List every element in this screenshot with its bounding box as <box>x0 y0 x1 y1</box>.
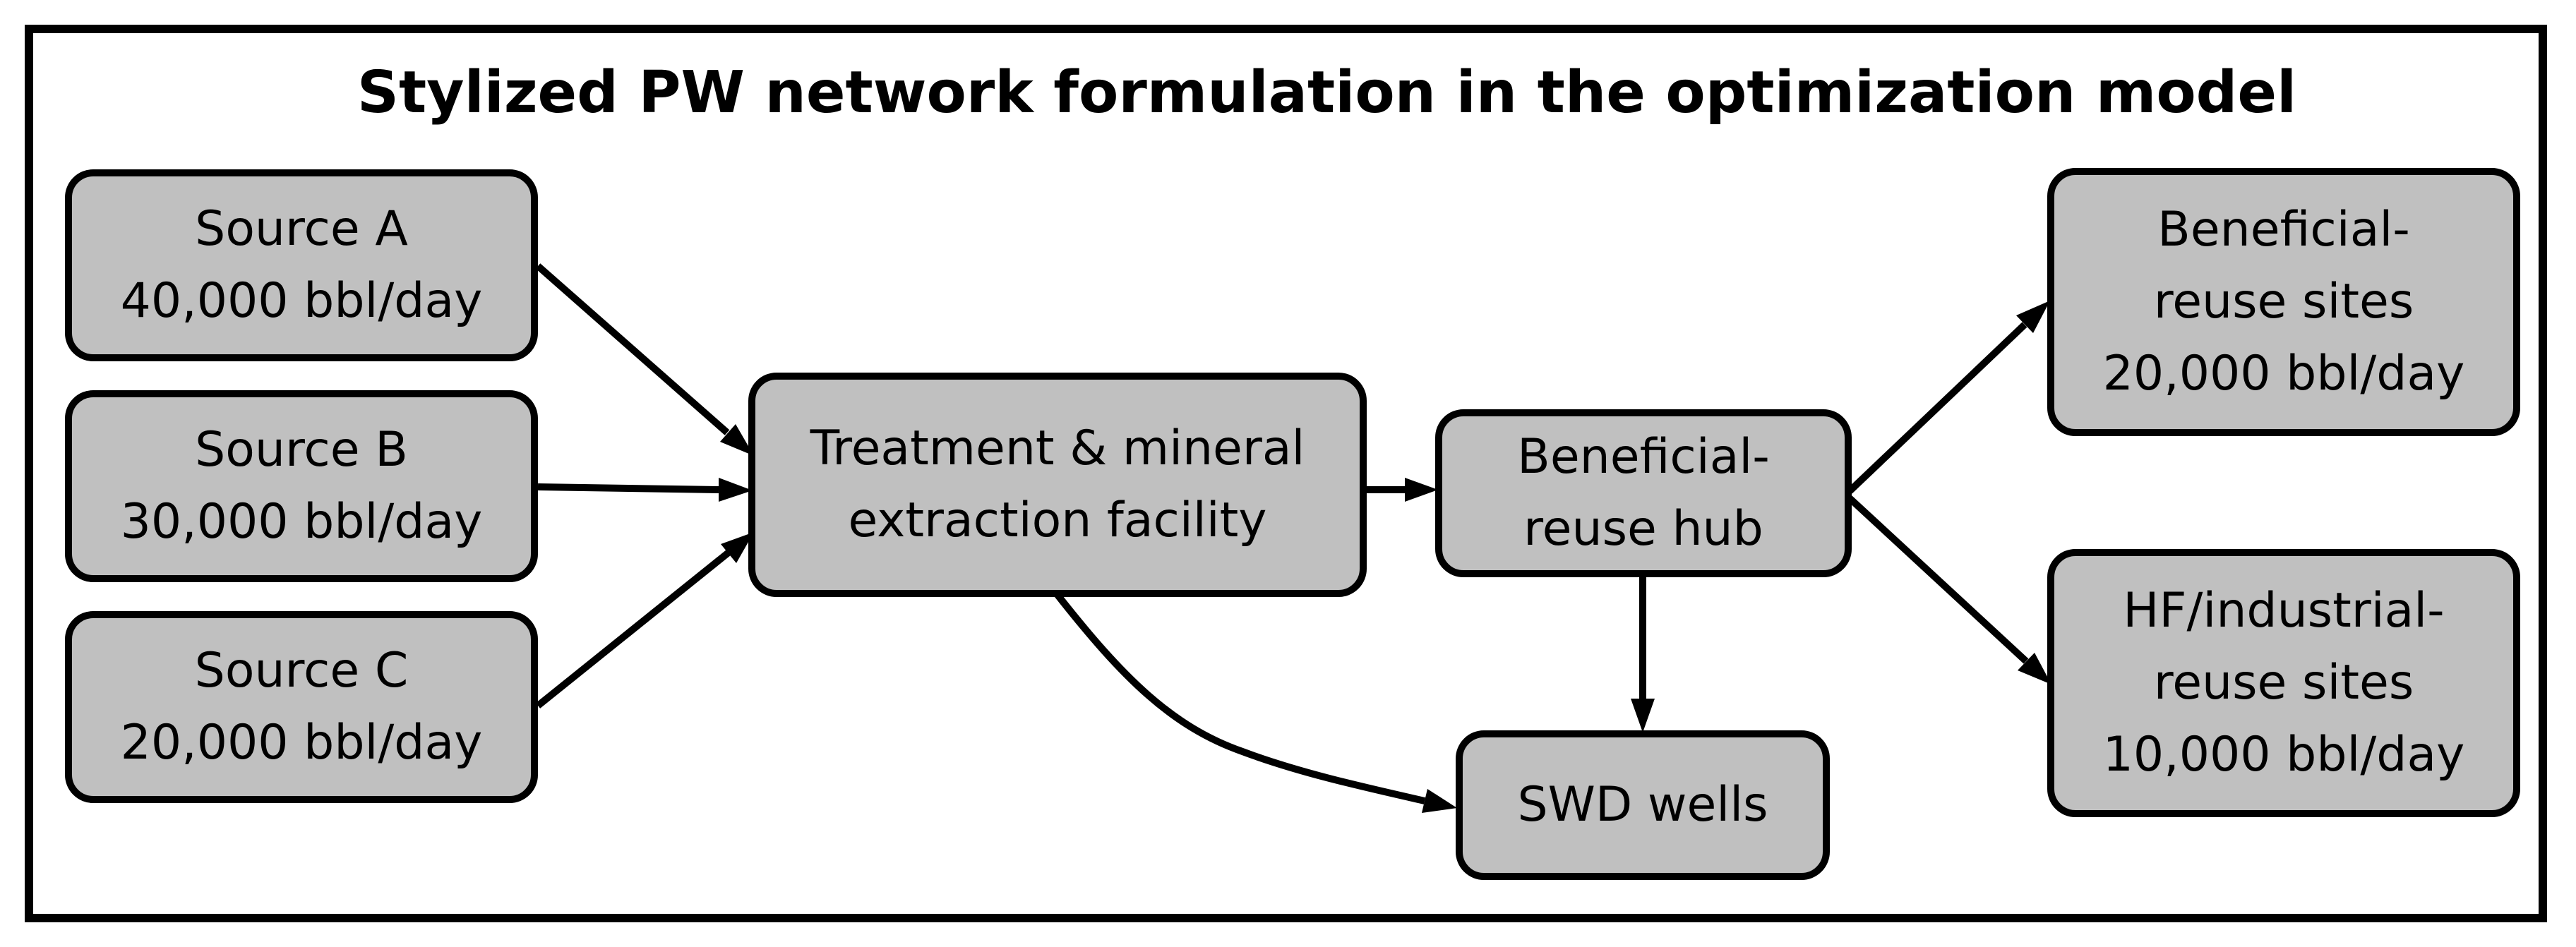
hf-sites-flow: 10,000 bbl/day <box>2102 727 2465 783</box>
hub-line1: Beneficial- <box>1517 429 1770 485</box>
hf-sites-line1: HF/industrial- <box>2123 583 2445 639</box>
source-b-name: Source B <box>195 422 408 478</box>
edge-source-c-to-treatment <box>535 532 754 708</box>
swd-wells-node: SWD wells <box>1456 730 1830 880</box>
edge-treatment-to-hub <box>1365 478 1438 502</box>
diagram-title: Stylized PW network formulation in the o… <box>357 59 2297 126</box>
edge-source-b-to-treatment <box>537 478 753 502</box>
source-b-node: Source B 30,000 bbl/day <box>65 390 538 582</box>
swd-wells-label: SWD wells <box>1517 777 1768 833</box>
edge-hub-to-beneficial-sites <box>1847 301 2050 494</box>
source-c-flow: 20,000 bbl/day <box>120 715 483 771</box>
beneficial-sites-line1: Beneficial- <box>2157 202 2410 258</box>
beneficial-reuse-sites-node: Beneficial- reuse sites 20,000 bbl/day <box>2047 168 2520 436</box>
source-c-node: Source C 20,000 bbl/day <box>65 611 538 803</box>
source-a-name: Source A <box>195 201 408 257</box>
treatment-facility-line2: extraction facility <box>848 493 1267 548</box>
beneficial-sites-line2: reuse sites <box>2153 274 2414 330</box>
source-c-name: Source C <box>194 643 409 699</box>
edge-source-a-to-treatment <box>535 263 754 456</box>
edge-treatment-to-swd <box>1055 592 1457 813</box>
source-b-flow: 30,000 bbl/day <box>120 494 483 550</box>
beneficial-reuse-hub-node: Beneficial- reuse hub <box>1435 409 1852 577</box>
source-a-flow: 40,000 bbl/day <box>120 273 483 329</box>
edge-hub-to-hf-sites <box>1847 495 2051 684</box>
beneficial-sites-flow: 20,000 bbl/day <box>2102 346 2465 402</box>
treatment-facility-line1: Treatment & mineral <box>810 421 1305 476</box>
source-a-node: Source A 40,000 bbl/day <box>65 169 538 361</box>
hf-sites-line2: reuse sites <box>2153 655 2414 711</box>
edge-hub-to-swd <box>1631 574 1655 732</box>
hf-industrial-reuse-sites-node: HF/industrial- reuse sites 10,000 bbl/da… <box>2047 549 2520 817</box>
hub-line2: reuse hub <box>1523 501 1763 557</box>
treatment-facility-node: Treatment & mineral extraction facility <box>748 373 1367 597</box>
